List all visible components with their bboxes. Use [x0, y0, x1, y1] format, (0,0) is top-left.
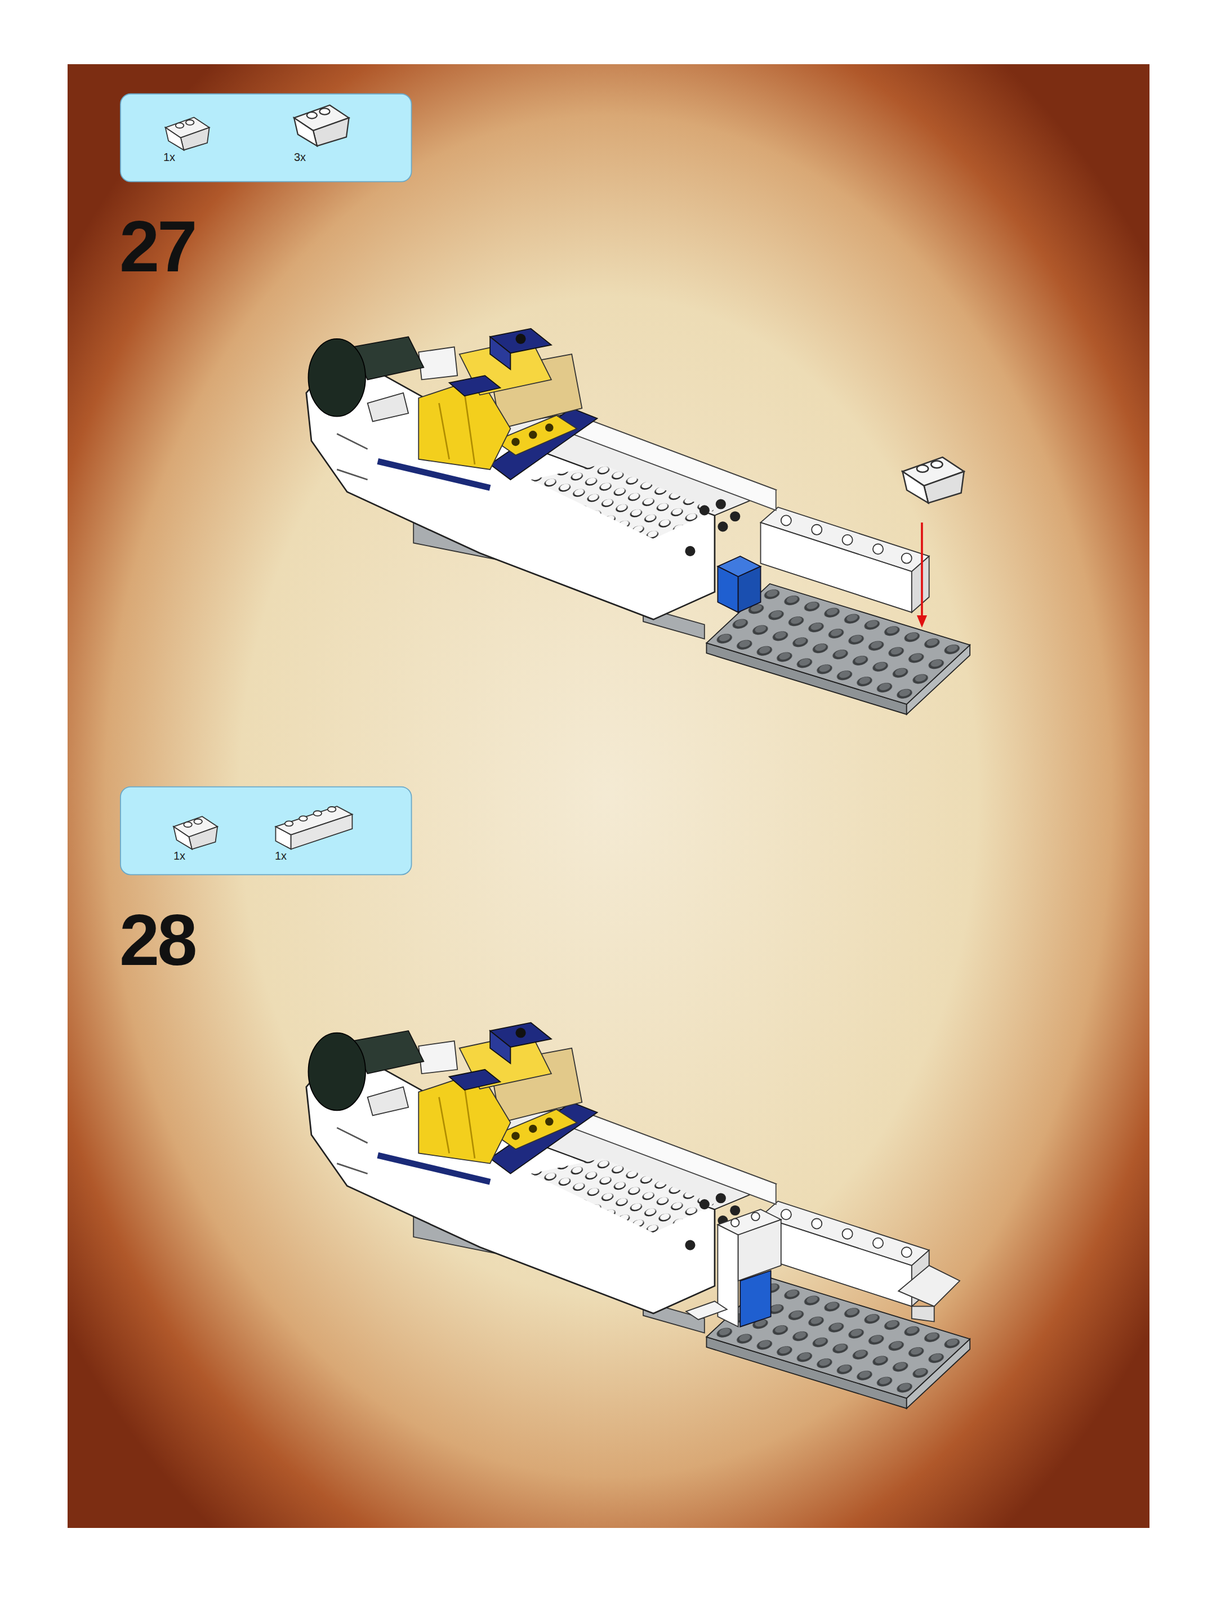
step-number: 28 [119, 904, 195, 977]
part-quantity: 1x [274, 850, 287, 862]
part-quantity: 1x [163, 151, 176, 163]
part-quantity: 3x [293, 151, 306, 163]
part-quantity: 1x [173, 850, 186, 862]
step-number: 27 [119, 210, 195, 283]
parts-callout: 1x 3x [120, 94, 412, 182]
parts-callout: 1x 1x [120, 787, 412, 876]
